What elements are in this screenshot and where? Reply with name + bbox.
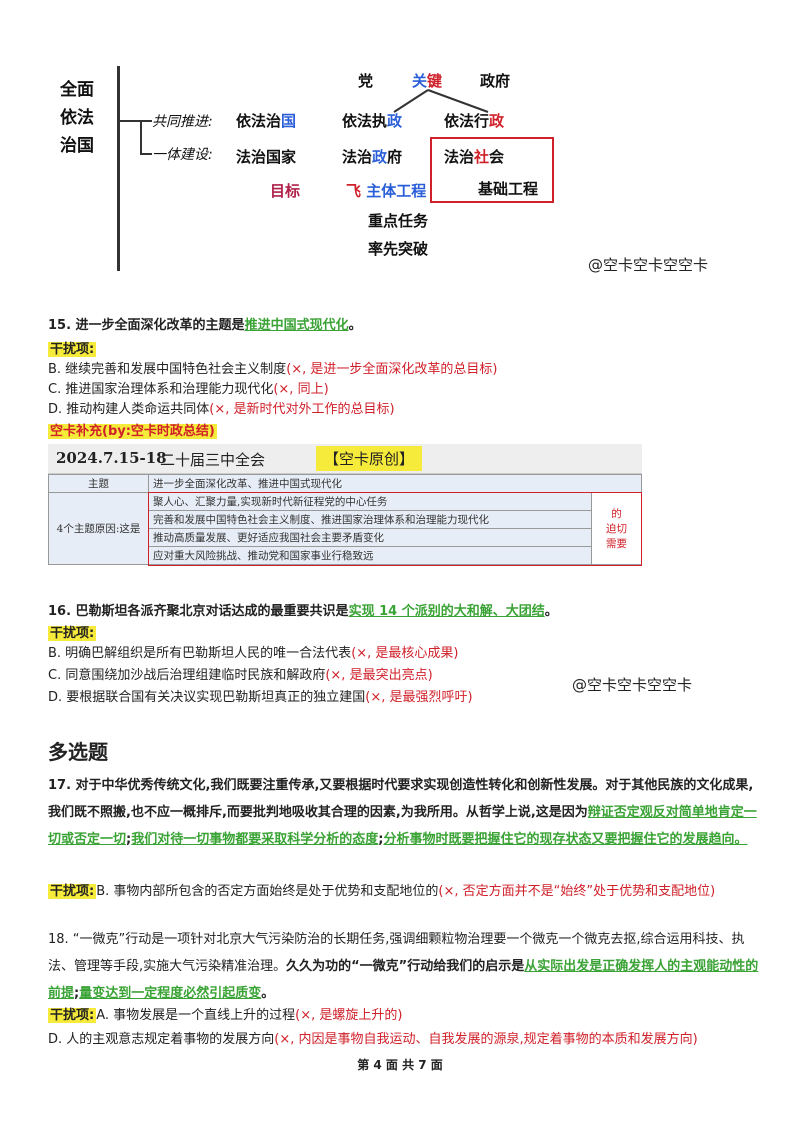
table-reason-1: 聚人心、汇聚力量,实现新时代新征程党的中心任务: [148, 492, 592, 511]
table-row: 完善和发展中国特色社会主义制度、推进国家治理体系和治理能力现代化: [49, 510, 642, 529]
q17-distractor: 干扰项:B. 事物内部所包含的否定方面始终是处于优势和支配地位的(×, 否定方面…: [48, 884, 716, 899]
top-party: 党: [358, 72, 374, 90]
q15-distract-label: 干扰项:: [48, 342, 97, 357]
table-reason-label: 4个主题原因:这是: [48, 492, 149, 565]
q18-paragraph: 18. “一微克”行动是一项针对北京大气污染防治的长期任务,强调细颗粒物治理要一…: [48, 932, 759, 1001]
table-row: 应对重大风险挑战、推动党和国家事业行稳致远: [49, 546, 642, 565]
q15-option-b: B. 继续完善和发展中国特色社会主义制度(×, 是进一步全面深化改革的总目标): [48, 362, 498, 377]
q17-paragraph: 17. 对于中华优秀传统文化,我们既要注重传承,又要根据时代要求实现创造性转化和…: [48, 778, 757, 847]
q15-supplement: 空卡补充(by:空卡时政总结): [48, 424, 217, 439]
row1-item-c: 依法行政: [444, 112, 505, 130]
row2-item-c: 法治社会: [444, 148, 505, 166]
watermark-1: @空卡空卡空空卡: [588, 256, 709, 274]
diagram-bracket-line: [117, 66, 120, 271]
q16-option-d: D. 要根据联合国有关决议实现巴勒斯坦真正的独立建国(×, 是最强烈呼吁): [48, 690, 473, 705]
session-table: 主题 进一步全面深化改革、推进中国式现代化 4个主题原因:这是 聚人心、汇聚力量…: [48, 474, 642, 565]
table-row: 4个主题原因:这是 聚人心、汇聚力量,实现新时代新征程党的中心任务 的迫切需要: [48, 492, 642, 565]
governance-diagram: 全面 依法 治国 共同推进: 一体建设: 党 关键 政府 依法治国 依法执政 依…: [60, 62, 580, 272]
row1-item-a: 依法治国: [236, 112, 297, 130]
table-side-note: 的迫切需要: [591, 492, 642, 565]
q18-option-d: D. 人的主观意志规定着事物的发展方向(×, 内因是事物自我运动、自我发展的源泉…: [48, 1032, 698, 1047]
top-key: 关键: [412, 72, 443, 90]
section-title: 多选题: [48, 740, 108, 764]
session-table-image: 2024.7.15-18 二十届三中全会 【空卡原创】 主题 进一步全面深化改革…: [48, 444, 642, 566]
society-highlight-box: [430, 137, 554, 203]
table-topic-value: 进一步全面深化改革、推进中国式现代化: [148, 474, 642, 493]
diagram-branch-top: [140, 120, 152, 122]
diagram-branch-line: [140, 120, 142, 154]
row1-label: 共同推进:: [152, 114, 213, 130]
table-reason-3: 推动高质量发展、更好适应我国社会主要矛盾变化: [148, 528, 592, 547]
table-topic-label: 主题: [48, 474, 149, 493]
table-banner: 2024.7.15-18 二十届三中全会 【空卡原创】: [48, 444, 642, 474]
table-original-tag: 【空卡原创】: [316, 446, 423, 471]
q15-stem: 15. 进一步全面深化改革的主题是推进中国式现代化。: [48, 318, 362, 333]
q18-option-a: 干扰项:A. 事物发展是一个直线上升的过程(×, 是螺旋上升的): [48, 1008, 403, 1023]
key-task-label: 重点任务: [368, 212, 429, 230]
main-body-label: 飞 主体工程: [346, 182, 427, 200]
diagram-root-3: 治国: [60, 136, 94, 156]
diagram-root-connector: [118, 120, 140, 122]
row2-item-b: 法治政府: [342, 148, 403, 166]
row2-label: 一体建设:: [152, 147, 213, 163]
q15-option-d: D. 推动构建人类命运共同体(×, 是新时代对外工作的总目标): [48, 402, 395, 417]
base-project-label: 基础工程: [478, 180, 539, 198]
table-row: 推动高质量发展、更好适应我国社会主要矛盾变化: [49, 528, 642, 547]
top-government: 政府: [480, 72, 511, 90]
page-footer: 第 4 面 共 7 面: [357, 1058, 443, 1072]
q16-option-b: B. 明确巴解组织是所有巴勒斯坦人民的唯一合法代表(×, 是最核心成果): [48, 646, 459, 661]
q16-stem: 16. 巴勒斯坦各派齐聚北京对话达成的最重要共识是实现 14 个派别的大和解、大…: [48, 604, 558, 619]
table-date: 2024.7.15-18: [56, 449, 167, 467]
diagram-branch-bottom: [140, 153, 152, 155]
diagram-root-1: 全面: [60, 80, 94, 100]
q16-option-c: C. 同意围绕加沙战后治理组建临时民族和解政府(×, 是最突出亮点): [48, 668, 433, 683]
table-reason-2: 完善和发展中国特色社会主义制度、推进国家治理体系和治理能力现代化: [148, 510, 592, 529]
table-session: 二十届三中全会: [160, 451, 266, 469]
goal-label: 目标: [270, 182, 301, 200]
table-row: 主题 进一步全面深化改革、推进中国式现代化: [48, 474, 642, 493]
q15-option-c: C. 推进国家治理体系和治理能力现代化(×, 同上): [48, 382, 329, 397]
watermark-2: @空卡空卡空空卡: [572, 676, 693, 694]
row1-item-b: 依法执政: [342, 112, 403, 130]
table-reason-4: 应对重大风险挑战、推动党和国家事业行稳致远: [148, 546, 592, 565]
q16-distract-label: 干扰项:: [48, 626, 97, 641]
diagram-root-2: 依法: [60, 108, 94, 128]
row2-item-a: 法治国家: [236, 148, 297, 166]
lead-breakthrough-label: 率先突破: [368, 240, 429, 258]
top-arrows: [393, 89, 489, 113]
